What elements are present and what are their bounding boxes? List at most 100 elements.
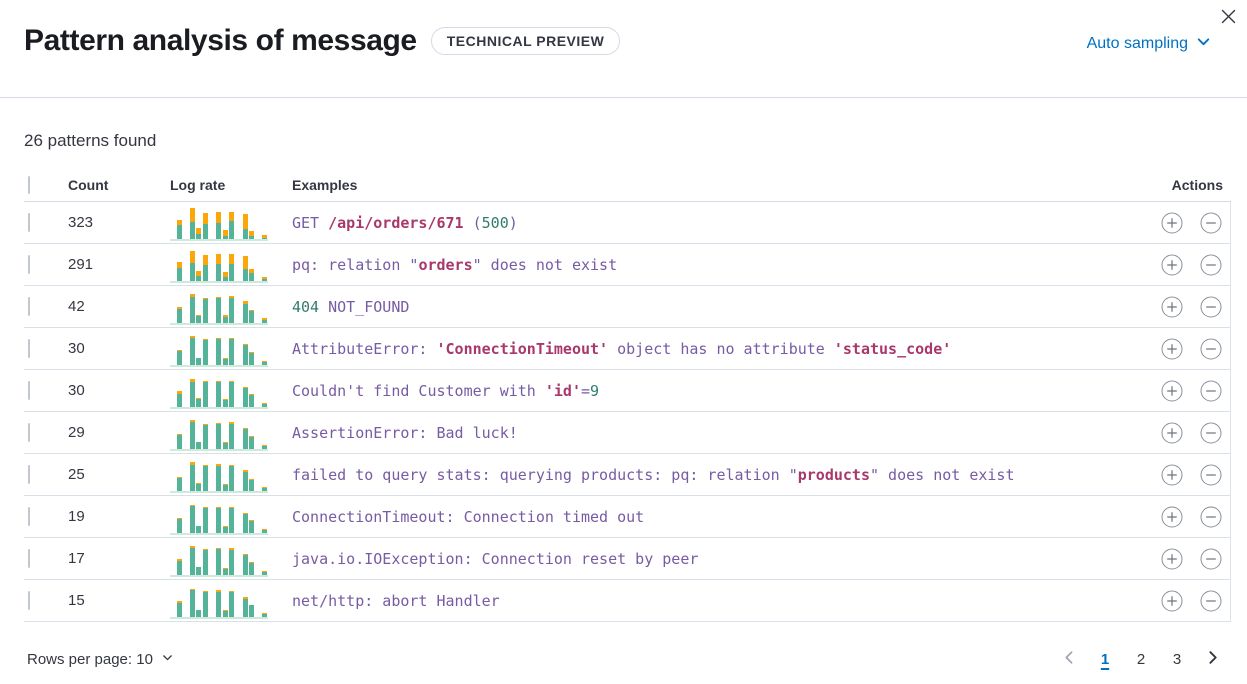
plus-in-circle-icon (1161, 590, 1183, 615)
pattern-count: 19 (68, 508, 85, 525)
plus-in-circle-icon (1161, 464, 1183, 489)
log-rate-sparkline (170, 207, 268, 241)
filter-out-pattern-button[interactable] (1200, 548, 1222, 570)
filter-out-pattern-button[interactable] (1200, 506, 1222, 528)
select-all-checkbox[interactable] (28, 175, 30, 194)
log-rate-sparkline (170, 333, 268, 367)
page-button-2[interactable]: 2 (1128, 646, 1154, 672)
filter-in-pattern-button[interactable] (1161, 422, 1183, 444)
minus-in-circle-icon (1200, 422, 1222, 447)
plus-in-circle-icon (1161, 380, 1183, 405)
row-checkbox[interactable] (28, 338, 30, 358)
patterns-found-summary: 26 patterns found (24, 131, 157, 150)
table-row: 29 AssertionError: Bad luck! (24, 412, 1230, 454)
filter-in-pattern-button[interactable] (1161, 296, 1183, 318)
column-header-count: Count (68, 176, 109, 193)
row-checkbox[interactable] (28, 548, 30, 568)
minus-in-circle-icon (1200, 338, 1222, 363)
previous-page-button[interactable] (1057, 647, 1082, 671)
chevron-right-icon (1204, 651, 1221, 669)
pattern-example-text: GET /api/orders/671 (500) (292, 213, 518, 232)
close-button[interactable] (1215, 4, 1241, 30)
column-header-log-rate: Log rate (170, 176, 226, 193)
minus-in-circle-icon (1200, 296, 1222, 321)
next-page-button[interactable] (1200, 647, 1225, 671)
filter-out-pattern-button[interactable] (1200, 338, 1222, 360)
sampling-dropdown[interactable]: Auto sampling (1081, 32, 1218, 56)
filter-in-pattern-button[interactable] (1161, 548, 1183, 570)
row-checkbox[interactable] (28, 254, 30, 274)
plus-in-circle-icon (1161, 212, 1183, 237)
pattern-example-text: AttributeError: 'ConnectionTimeout' obje… (292, 339, 952, 358)
pattern-count: 30 (68, 340, 85, 357)
filter-out-pattern-button[interactable] (1200, 296, 1222, 318)
page-title: Pattern analysis of message (24, 24, 417, 57)
rows-per-page-label: Rows per page: 10 (27, 650, 153, 668)
pattern-count: 323 (68, 214, 94, 231)
row-checkbox[interactable] (28, 296, 30, 316)
row-checkbox[interactable] (28, 590, 30, 610)
filter-out-pattern-button[interactable] (1200, 254, 1222, 276)
rows-per-page-button[interactable]: Rows per page: 10 (24, 650, 180, 669)
filter-out-pattern-button[interactable] (1200, 464, 1222, 486)
log-rate-sparkline (170, 417, 268, 451)
log-rate-sparkline (170, 543, 268, 577)
filter-in-pattern-button[interactable] (1161, 212, 1183, 234)
pattern-count: 15 (68, 592, 85, 609)
column-header-actions: Actions (1171, 176, 1223, 193)
filter-out-pattern-button[interactable] (1200, 422, 1222, 444)
row-checkbox[interactable] (28, 380, 30, 400)
log-rate-sparkline (170, 459, 268, 493)
minus-in-circle-icon (1200, 254, 1222, 279)
plus-in-circle-icon (1161, 338, 1183, 363)
row-checkbox[interactable] (28, 422, 30, 442)
plus-in-circle-icon (1161, 296, 1183, 321)
close-icon (1220, 9, 1237, 28)
pattern-count: 42 (68, 298, 85, 315)
pattern-count: 291 (68, 256, 94, 273)
sampling-dropdown-label: Auto sampling (1086, 35, 1188, 52)
minus-in-circle-icon (1200, 548, 1222, 573)
row-checkbox[interactable] (28, 464, 30, 484)
log-rate-sparkline (170, 291, 268, 325)
pattern-count: 17 (68, 550, 85, 567)
table-row: 25 failed to query stats: querying produc… (24, 454, 1230, 496)
log-rate-sparkline (170, 375, 268, 409)
pattern-example-text: ConnectionTimeout: Connection timed out (292, 507, 645, 526)
patterns-table: Count Log rate Examples Actions 323 GET /… (24, 168, 1231, 622)
technical-preview-badge: TECHNICAL PREVIEW (430, 27, 621, 55)
row-checkbox[interactable] (28, 506, 30, 526)
page-button-3[interactable]: 3 (1164, 646, 1190, 672)
filter-in-pattern-button[interactable] (1161, 464, 1183, 486)
pattern-example-text: AssertionError: Bad luck! (292, 423, 518, 442)
filter-out-pattern-button[interactable] (1200, 212, 1222, 234)
pattern-example-text: java.io.IOException: Connection reset by… (292, 549, 699, 568)
filter-in-pattern-button[interactable] (1161, 380, 1183, 402)
table-row: 17 java.io.IOException: Connection reset … (24, 538, 1230, 580)
row-checkbox[interactable] (28, 212, 30, 232)
table-row: 30 AttributeError: 'ConnectionTimeout' ob… (24, 328, 1230, 370)
filter-out-pattern-button[interactable] (1200, 380, 1222, 402)
plus-in-circle-icon (1161, 506, 1183, 531)
filter-out-pattern-button[interactable] (1200, 590, 1222, 612)
minus-in-circle-icon (1200, 380, 1222, 405)
pattern-example-text: failed to query stats: querying products… (292, 465, 1015, 484)
pattern-example-text: Couldn't find Customer with 'id'=9 (292, 381, 600, 400)
chevron-down-icon (161, 651, 174, 668)
pattern-count: 29 (68, 424, 85, 441)
pattern-count: 30 (68, 382, 85, 399)
plus-in-circle-icon (1161, 422, 1183, 447)
filter-in-pattern-button[interactable] (1161, 254, 1183, 276)
filter-in-pattern-button[interactable] (1161, 590, 1183, 612)
plus-in-circle-icon (1161, 548, 1183, 573)
page-button-1[interactable]: 1 (1092, 646, 1118, 672)
minus-in-circle-icon (1200, 212, 1222, 237)
pattern-count: 25 (68, 466, 85, 483)
table-header-row: Count Log rate Examples Actions (24, 168, 1231, 202)
filter-in-pattern-button[interactable] (1161, 506, 1183, 528)
filter-in-pattern-button[interactable] (1161, 338, 1183, 360)
